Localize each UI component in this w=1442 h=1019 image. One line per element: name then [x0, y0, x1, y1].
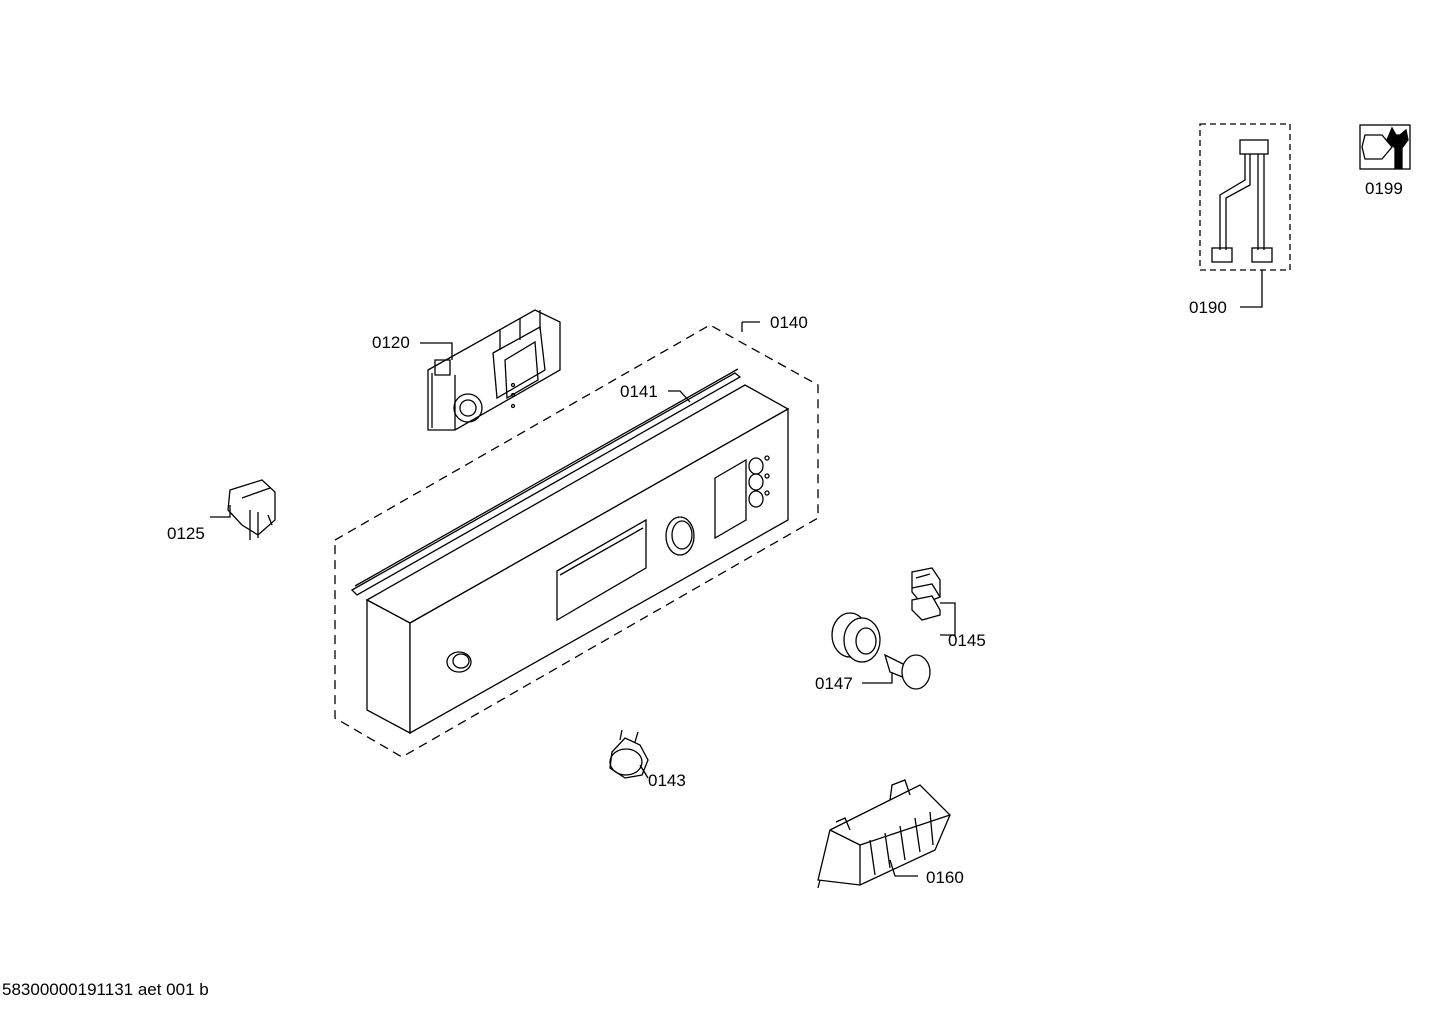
part-0143-knob[interactable] [609, 729, 649, 779]
part-0125-clip[interactable] [227, 479, 276, 540]
leader-lines [210, 270, 1263, 877]
label-0147: 0147 [815, 674, 853, 693]
label-0141: 0141 [620, 382, 658, 401]
part-0141-strip[interactable] [350, 368, 742, 596]
label-0145: 0145 [948, 631, 986, 650]
label-0143: 0143 [648, 771, 686, 790]
label-0160: 0160 [926, 868, 964, 887]
control-panel[interactable] [365, 384, 790, 735]
label-0120: 0120 [372, 333, 410, 352]
label-0125: 0125 [167, 524, 205, 543]
part-0145-caps[interactable] [911, 567, 941, 621]
label-0190: 0190 [1189, 298, 1227, 317]
label-0199: 0199 [1365, 179, 1403, 198]
assembly-0140-boundary [334, 324, 819, 758]
part-0147-knob[interactable] [831, 612, 931, 690]
label-0140: 0140 [770, 313, 808, 332]
wrench-icon [1359, 124, 1411, 170]
part-0160-bracket[interactable] [817, 779, 951, 889]
document-id: 58300000191131 aet 001 b [2, 980, 209, 999]
part-0120-module[interactable] [427, 309, 561, 431]
part-0190-cable[interactable] [1199, 123, 1291, 271]
